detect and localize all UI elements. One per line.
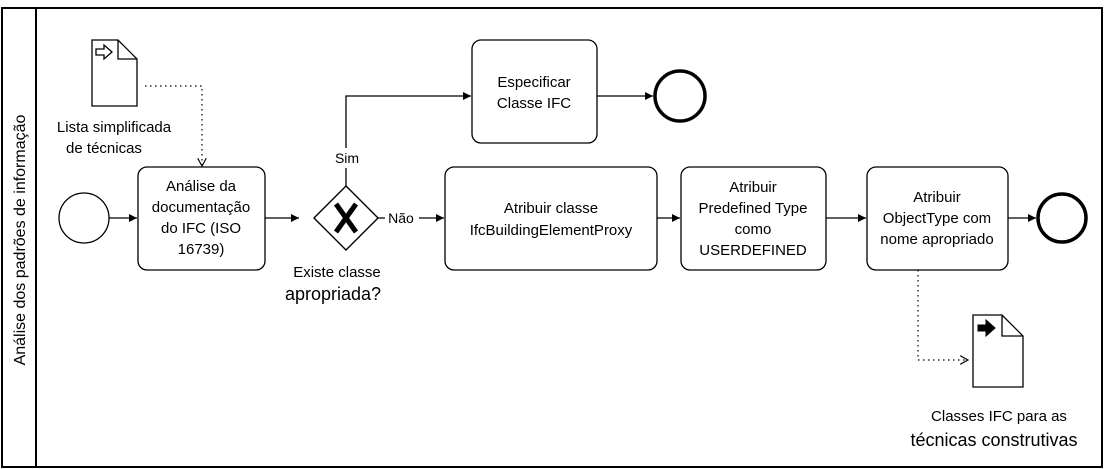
end-event-right: [1036, 192, 1088, 244]
x-icon: [333, 202, 359, 234]
task-objecttype-line-3: nome apropriado: [880, 231, 993, 248]
no-label: Não: [388, 210, 414, 226]
gateway-question-line-2: apropriada?: [285, 284, 381, 304]
data-output-icon: [977, 318, 996, 338]
gateway-question-line-1: Existe classe: [293, 264, 381, 281]
input-label-line-2: de técnicas: [66, 140, 142, 157]
data-input-icon: [95, 43, 113, 61]
task-objecttype: Atribuir ObjectType com nome apropriado: [866, 166, 1009, 271]
task-predefined-line-1: Atribuir: [729, 179, 777, 196]
task-assign-class-line-2: IfcBuildingElementProxy: [470, 222, 633, 239]
task-predefined-line-2: Predefined Type: [699, 200, 808, 217]
end-event-top: [653, 69, 707, 123]
task-objecttype-line-2: ObjectType com: [883, 210, 991, 227]
input-label-line-1: Lista simplificada: [57, 119, 172, 136]
task-assign-class-line-1: Atribuir classe: [504, 200, 598, 217]
task-specify: Especificar Classe IFC: [471, 39, 598, 144]
task-predefined-line-3: como: [735, 221, 772, 238]
task-analysis-line-4: 16739): [178, 241, 225, 258]
exclusive-gateway: Existe classe apropriada?: [285, 185, 381, 304]
start-event: [58, 192, 110, 244]
output-label-line-2: técnicas construtivas: [910, 430, 1077, 450]
task-specify-line-1: Especificar: [497, 74, 570, 91]
output-label-line-1: Classes IFC para as: [931, 408, 1067, 425]
task-analysis-line-1: Análise da: [166, 178, 237, 195]
lane-label: Análise dos padrões de informação: [12, 114, 29, 365]
task-objecttype-line-1: Atribuir: [913, 189, 961, 206]
no-label-bg: [385, 209, 419, 227]
task-assign-class: Atribuir classe IfcBuildingElementProxy: [444, 166, 658, 271]
task-analysis-line-2: documentação: [152, 199, 250, 216]
yes-label: Sim: [335, 150, 359, 166]
task-analysis-line-3: do IFC (ISO: [161, 220, 241, 237]
task-predefined: Atribuir Predefined Type como USERDEFINE…: [680, 166, 827, 271]
output-document: Classes IFC para as técnicas construtiva…: [910, 314, 1078, 450]
task-specify-line-2: Classe IFC: [497, 95, 571, 112]
output-association: [917, 270, 968, 360]
yes-label-bg: [330, 148, 364, 168]
input-association: [145, 85, 202, 166]
task-predefined-line-4: USERDEFINED: [699, 242, 807, 259]
pool: Análise dos padrões de informação: [1, 7, 1103, 468]
task-analysis: Análise da documentação do IFC (ISO 1673…: [137, 166, 266, 271]
input-document: Lista simplificada de técnicas: [57, 39, 172, 157]
